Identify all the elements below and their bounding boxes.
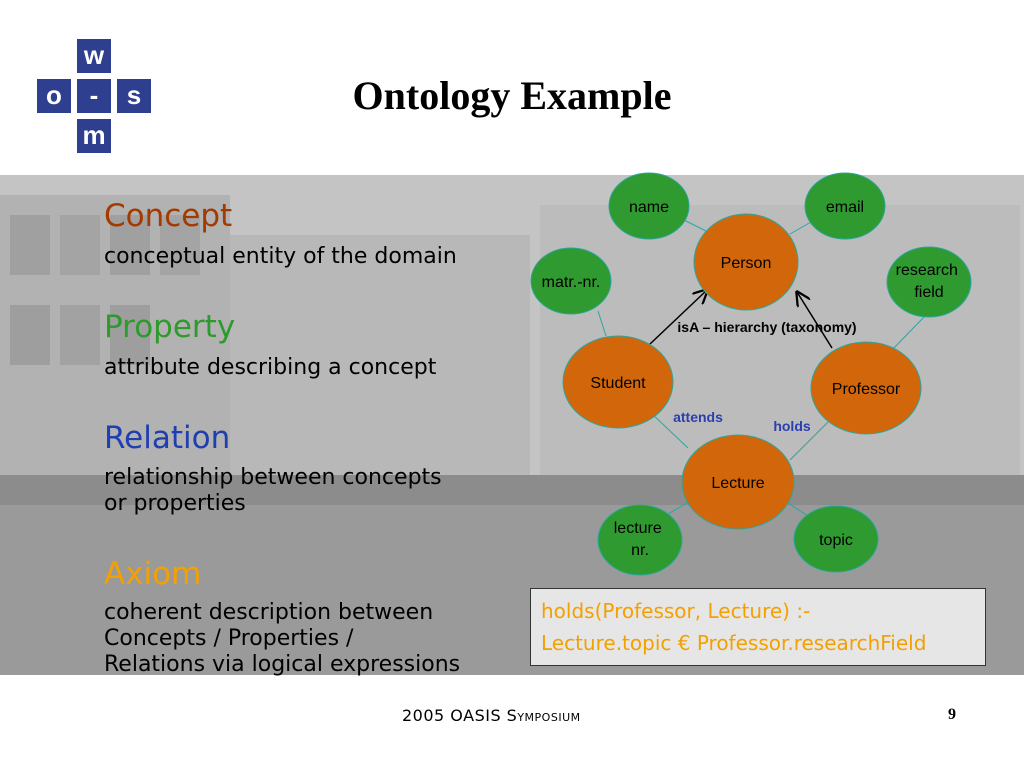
property-label-matr-nr: matr.-nr. <box>542 274 601 291</box>
property-node-topic <box>793 505 879 573</box>
property-label-name: name <box>629 199 669 216</box>
concept-node-lecture <box>681 434 795 530</box>
isa-arrow-professor <box>797 292 833 349</box>
background-photo <box>0 175 1024 675</box>
research-field-line1: research <box>896 262 958 279</box>
wosm-logo: w o - s m <box>36 38 152 154</box>
term-relation: Relation <box>104 420 231 456</box>
concept-label-student: Student <box>590 375 646 392</box>
research-field-line2: field <box>914 284 943 301</box>
concept-label-lecture: Lecture <box>711 475 764 492</box>
relation-label-holds: holds <box>773 418 811 434</box>
concept-label-professor: Professor <box>832 381 901 398</box>
property-label-research-field: research field <box>896 262 963 301</box>
desc-relation: relationship between concepts or propert… <box>104 465 442 516</box>
property-label-email: email <box>826 199 864 216</box>
relation-label-attends: attends <box>673 409 723 425</box>
property-label-topic: topic <box>819 532 853 549</box>
desc-property: attribute describing a concept <box>104 355 437 380</box>
isa-hierarchy-label: isA – hierarchy (taxonomy) <box>677 319 856 335</box>
axiom-box: holds(Professor, Lecture) :- Lecture.top… <box>530 588 986 666</box>
axiom-line-1: holds(Professor, Lecture) :- <box>541 599 811 623</box>
property-node-name <box>608 172 690 240</box>
property-node-matr-nr <box>530 247 612 315</box>
property-node-research-field <box>886 246 972 318</box>
concept-node-person <box>693 213 799 311</box>
logo-letter-w: w <box>83 40 105 70</box>
footer-text: 2005 OASIS Symposium <box>402 706 581 725</box>
term-axiom: Axiom <box>104 556 202 592</box>
property-label-lecture-nr: lecture nr. <box>614 520 666 559</box>
term-property: Property <box>104 309 236 345</box>
street-scene-image <box>0 175 1024 675</box>
logo-center-mark: - <box>90 80 99 110</box>
page-number: 9 <box>948 706 956 723</box>
lecture-nr-line1: lecture <box>614 520 662 537</box>
term-concept: Concept <box>104 198 233 234</box>
logo-letter-o: o <box>46 80 62 110</box>
logo-letter-m: m <box>82 120 105 150</box>
isa-arrow-student <box>649 290 707 345</box>
desc-axiom: coherent description between Concepts / … <box>104 600 461 677</box>
desc-concept: conceptual entity of the domain <box>104 244 457 269</box>
property-links <box>597 217 926 517</box>
property-node-lecture-nr <box>597 504 683 576</box>
slide-title: Ontology Example <box>352 73 672 118</box>
property-node-email <box>804 172 886 240</box>
concept-label-person: Person <box>721 255 772 272</box>
concept-node-professor <box>810 341 922 435</box>
logo-letter-s: s <box>127 80 141 110</box>
concept-node-student <box>562 335 674 429</box>
axiom-line-2: Lecture.topic € Professor.researchField <box>541 631 927 655</box>
lecture-nr-line2: nr. <box>631 542 649 559</box>
